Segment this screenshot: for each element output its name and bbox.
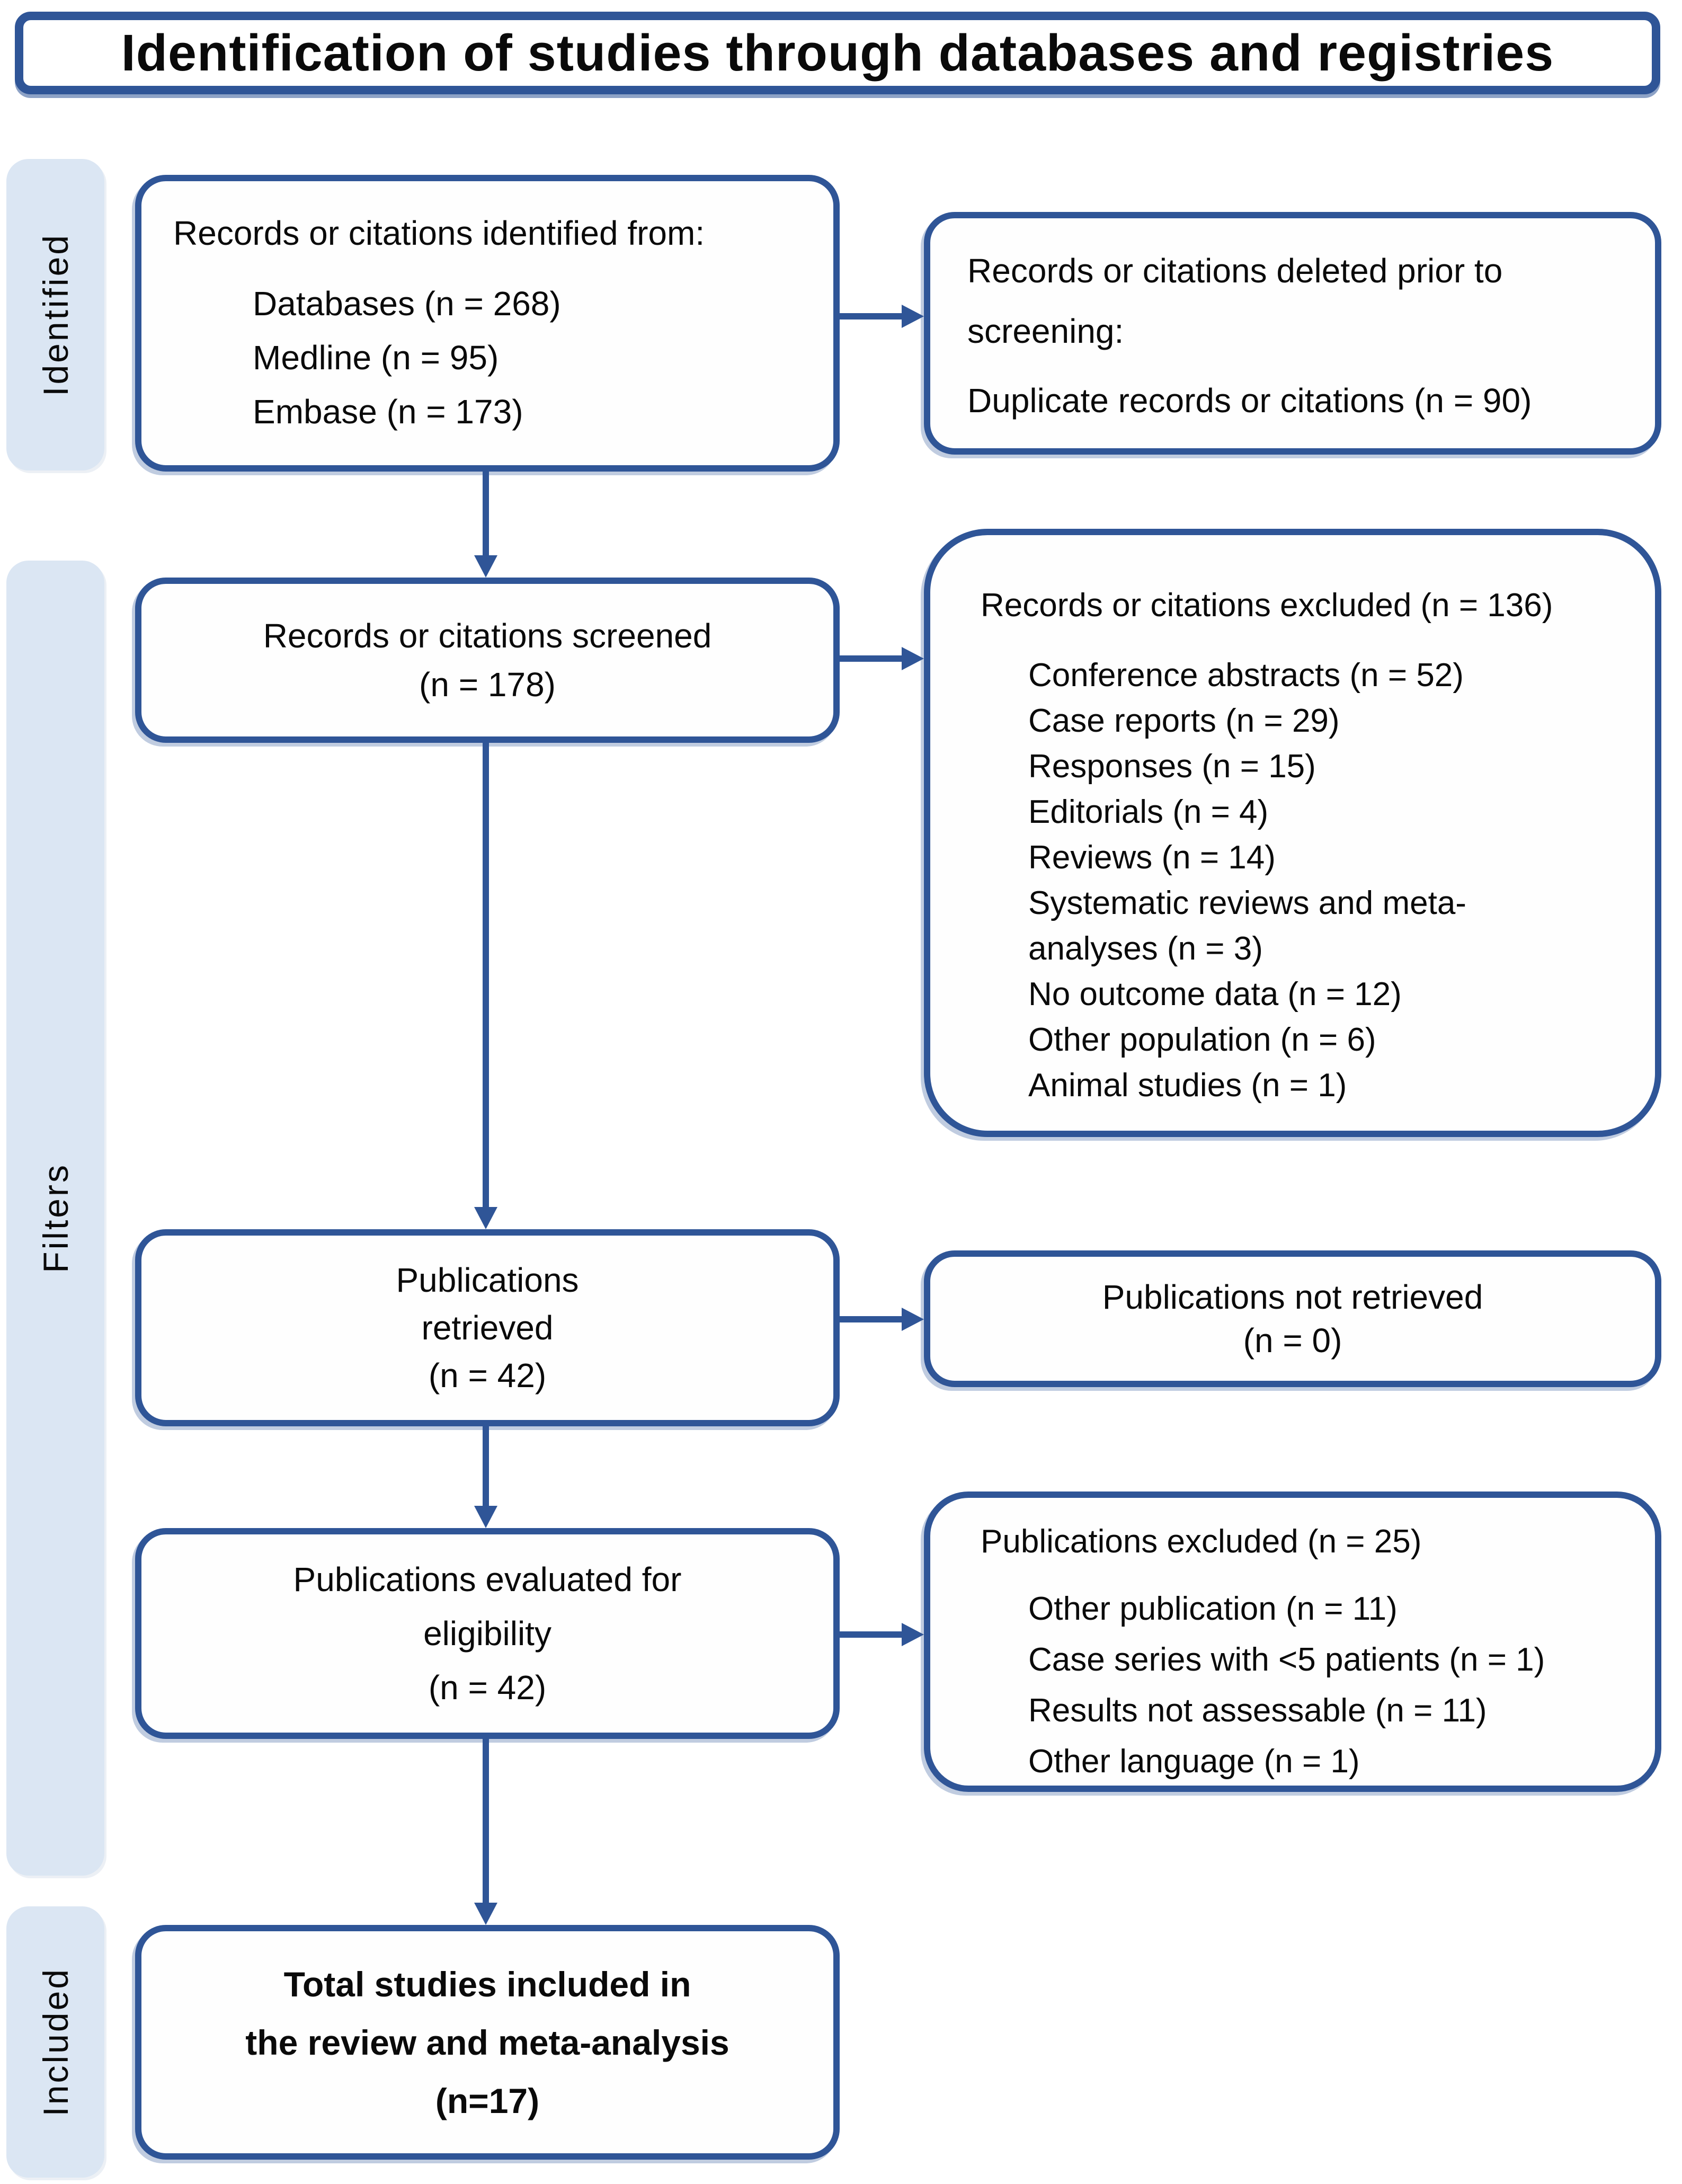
arrowhead-down-icon bbox=[474, 1506, 497, 1528]
box-publications-retrieved: Publications retrieved (n = 42) bbox=[135, 1229, 840, 1426]
diagram-title: Identification of studies through databa… bbox=[121, 24, 1554, 82]
box-publications-evaluated-line: Publications evaluated for bbox=[293, 1560, 682, 1599]
box-records-screened-count: (n = 178) bbox=[419, 665, 556, 704]
arrowhead-right-icon bbox=[902, 1623, 924, 1646]
stage-label-included-text: Included bbox=[35, 1967, 75, 2117]
stage-label-filters: Filters bbox=[6, 561, 104, 1876]
connector-identified-to-screened bbox=[483, 468, 489, 558]
arrowhead-down-icon bbox=[474, 555, 497, 578]
box-records-screened-line: Records or citations screened bbox=[263, 617, 712, 655]
box-publications-evaluated-count: (n = 42) bbox=[428, 1668, 547, 1707]
box-records-excluded-items: Conference abstracts (n = 52) Case repor… bbox=[981, 653, 1563, 1108]
list-item: Case reports (n = 29) bbox=[1028, 703, 1340, 739]
stage-label-identified-text: Identified bbox=[35, 233, 75, 396]
box-records-identified-heading: Records or citations identified from: bbox=[173, 214, 705, 252]
list-item: Reviews (n = 14) bbox=[1028, 839, 1276, 876]
list-item: Case series with <5 patients (n = 1) bbox=[1028, 1641, 1545, 1678]
list-item: Other population (n = 6) bbox=[1028, 1022, 1376, 1058]
box-total-included: Total studies included in the review and… bbox=[135, 1925, 840, 2160]
box-total-included-line: Total studies included in bbox=[283, 1964, 691, 2004]
box-publications-retrieved-count: (n = 42) bbox=[428, 1356, 547, 1395]
box-records-deleted-prior: Records or citations deleted prior to sc… bbox=[924, 212, 1661, 455]
arrowhead-right-icon bbox=[902, 1308, 924, 1331]
box-publications-not-retrieved-line: Publications not retrieved bbox=[1102, 1278, 1483, 1316]
list-item: Animal studies (n = 1) bbox=[1028, 1067, 1347, 1104]
box-publications-retrieved-line: retrieved bbox=[421, 1309, 554, 1347]
connector-evaluated-to-pub-excluded bbox=[837, 1631, 905, 1638]
list-item: Other language (n = 1) bbox=[1028, 1743, 1360, 1780]
box-publications-evaluated-line: eligibility bbox=[423, 1614, 551, 1653]
box-total-included-count: (n=17) bbox=[435, 2081, 540, 2120]
box-records-excluded-heading: Records or citations excluded (n = 136) bbox=[981, 587, 1553, 624]
list-item: Editorials (n = 4) bbox=[1028, 794, 1269, 830]
connector-screened-to-retrieved bbox=[483, 739, 489, 1209]
list-item: Medline (n = 95) bbox=[253, 339, 499, 377]
box-records-excluded: Records or citations excluded (n = 136) … bbox=[924, 529, 1661, 1137]
list-item: Results not assessable (n = 11) bbox=[1028, 1692, 1487, 1729]
arrowhead-right-icon bbox=[902, 305, 924, 328]
list-item: Other publication (n = 11) bbox=[1028, 1591, 1398, 1627]
stage-label-identified: Identified bbox=[6, 159, 104, 470]
list-item: Databases (n = 268) bbox=[253, 285, 561, 323]
box-publications-not-retrieved-count: (n = 0) bbox=[1243, 1321, 1342, 1360]
arrowhead-right-icon bbox=[902, 647, 924, 670]
arrowhead-down-icon bbox=[474, 1903, 497, 1925]
list-item: Systematic reviews and meta-analyses (n … bbox=[1028, 885, 1466, 967]
box-total-included-line: the review and meta-analysis bbox=[245, 2022, 729, 2062]
list-item: No outcome data (n = 12) bbox=[1028, 976, 1402, 1013]
box-records-identified: Records or citations identified from: Da… bbox=[135, 175, 840, 472]
box-records-deleted-prior-heading: Records or citations deleted prior to sc… bbox=[967, 252, 1503, 350]
connector-retrieved-to-not-retrieved bbox=[837, 1316, 905, 1322]
box-records-screened: Records or citations screened (n = 178) bbox=[135, 578, 840, 743]
connector-evaluated-to-total bbox=[483, 1735, 489, 1904]
box-publications-evaluated: Publications evaluated for eligibility (… bbox=[135, 1528, 840, 1739]
stage-label-included: Included bbox=[6, 1906, 104, 2178]
box-publications-retrieved-line: Publications bbox=[396, 1261, 579, 1299]
box-records-identified-items: Databases (n = 268) Medline (n = 95) Emb… bbox=[173, 277, 812, 439]
connector-retrieved-to-evaluated bbox=[483, 1422, 489, 1508]
connector-identified-to-deleted bbox=[837, 313, 905, 319]
box-publications-not-retrieved: Publications not retrieved (n = 0) bbox=[924, 1250, 1661, 1387]
box-publications-excluded-heading: Publications excluded (n = 25) bbox=[981, 1523, 1422, 1560]
stage-label-filters-text: Filters bbox=[35, 1163, 75, 1273]
list-item: Duplicate records or citations (n = 90) bbox=[967, 381, 1532, 420]
box-records-deleted-prior-items: Duplicate records or citations (n = 90) bbox=[967, 379, 1626, 422]
box-publications-excluded-items: Other publication (n = 11) Case series w… bbox=[981, 1584, 1634, 1787]
connector-screened-to-excluded bbox=[837, 655, 905, 662]
list-item: Responses (n = 15) bbox=[1028, 748, 1316, 785]
box-publications-excluded: Publications excluded (n = 25) Other pub… bbox=[924, 1491, 1661, 1792]
list-item: Embase (n = 173) bbox=[253, 393, 523, 431]
list-item: Conference abstracts (n = 52) bbox=[1028, 657, 1464, 694]
diagram-title-banner: Identification of studies through databa… bbox=[15, 12, 1660, 94]
arrowhead-down-icon bbox=[474, 1207, 497, 1229]
